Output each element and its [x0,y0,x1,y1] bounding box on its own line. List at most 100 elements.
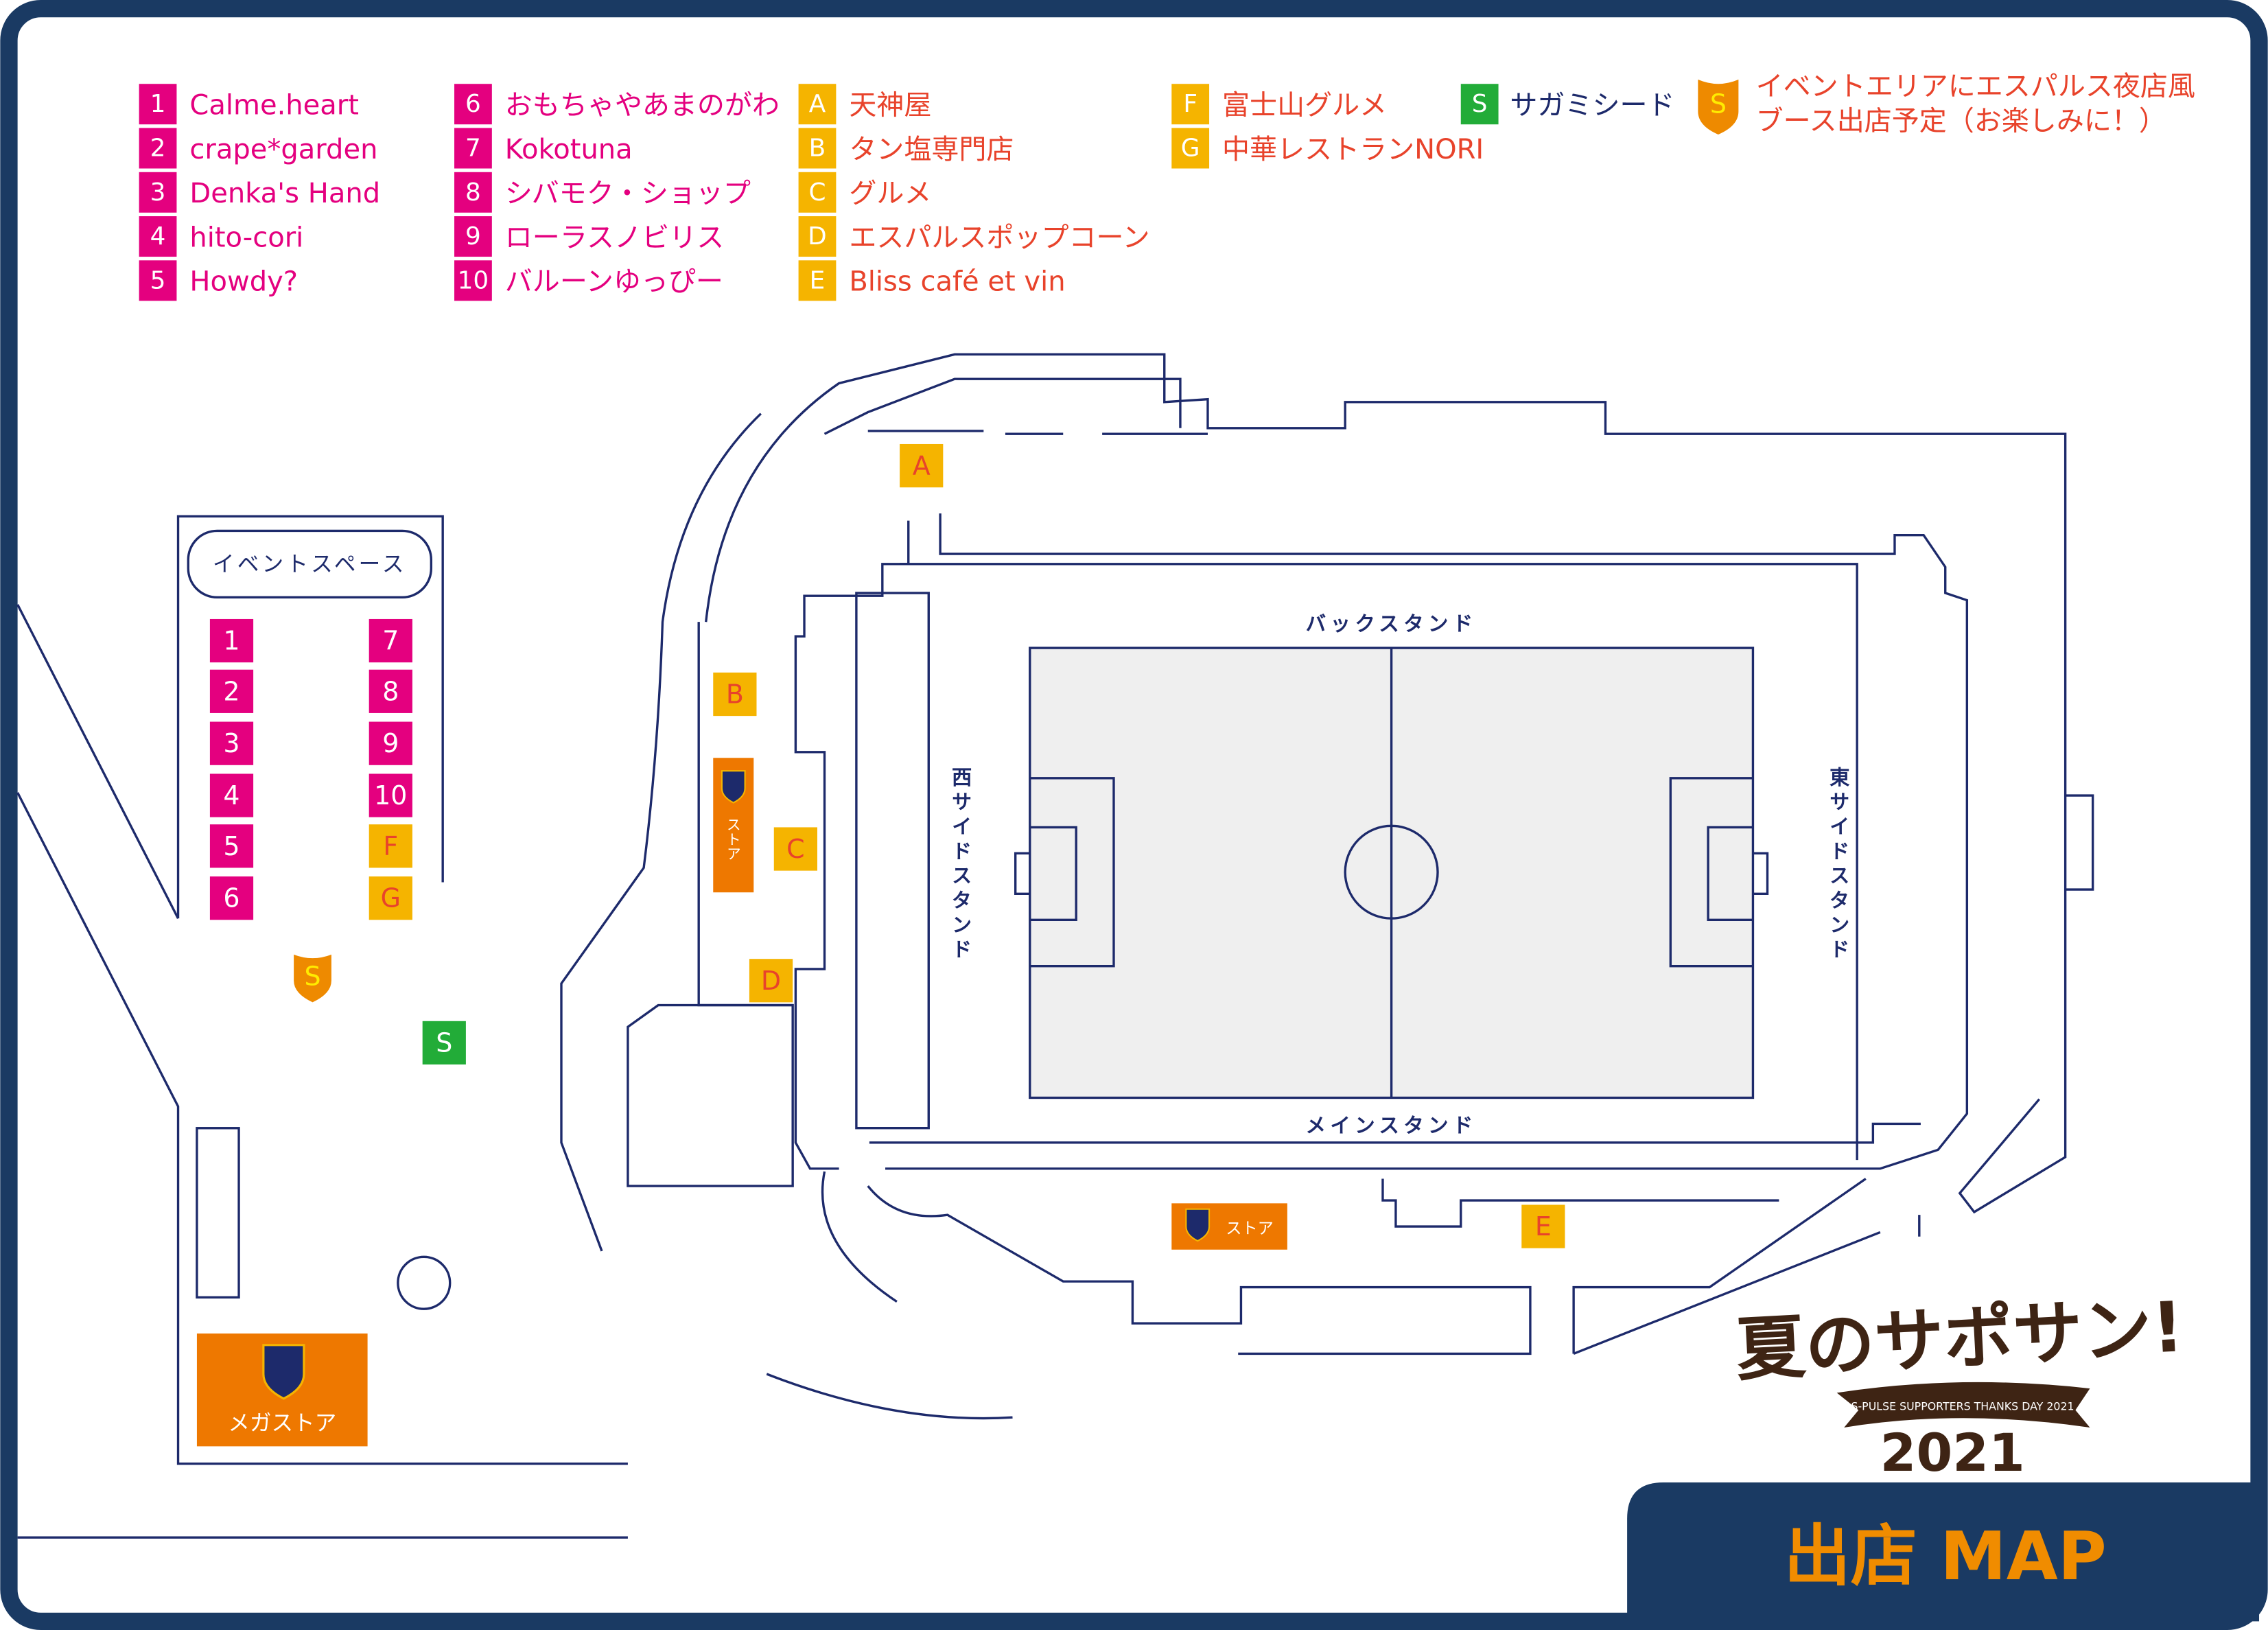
legend-item: B タン塩専門店 [798,128,1014,169]
booth-label: 6 [223,883,239,913]
event-space: イベントスペース [176,515,444,919]
booth-shop[interactable]: 10 [369,773,412,817]
booth-label: S [436,1027,452,1058]
club-crest-icon [1185,1208,1211,1242]
booth-shop[interactable]: 3 [209,721,254,765]
shield-icon [294,954,331,1003]
event-note-line1: イベントエリアにエスパルス夜店風 [1756,71,2195,102]
shield-icon [1698,79,1739,135]
legend-name: Calme.heart [189,89,359,121]
booth-label: 3 [223,728,239,758]
booth-label: 4 [223,780,239,811]
booth-shop[interactable]: 4 [209,773,254,817]
legend-name: crape*garden [189,134,377,165]
booth-food[interactable]: A [900,443,944,488]
booth-label: 1 [223,626,239,656]
club-crest-icon [721,770,746,804]
booth-shop[interactable]: 5 [209,824,254,868]
event-area-marker[interactable]: S [294,954,331,1003]
booth-shop[interactable]: 9 [369,721,412,765]
west-stand-label: 西サイドスタンド [949,767,972,964]
legend-key: 5 [150,266,166,294]
legend-name: Howdy? [189,266,298,298]
booth-shop[interactable]: 1 [209,618,254,663]
legend-key: D [808,222,827,251]
booth-label: 10 [374,780,407,811]
map-title-tab [1627,1482,2260,1622]
legend-name: ローラスノビリス [505,222,724,253]
booth-label: C [786,834,804,864]
legend-key: 3 [150,178,166,207]
legend-name: Kokotuna [505,134,633,165]
event-logo: 夏のサポサン! S-PULSE SUPPORTERS THANKS DAY 20… [1734,1286,2186,1483]
legend-item: 9 ローラスノビリス [454,216,724,257]
legend-name: 天神屋 [849,89,931,121]
legend-key: F [1183,90,1197,118]
legend-name: グルメ [849,178,931,209]
legend-sponsor: S サガミシード [1460,84,1675,125]
legend-name: シバモク・ショップ [505,178,751,209]
booth-food[interactable]: E [1521,1204,1565,1248]
legend-name: hito-cori [189,222,303,253]
legend-name: Bliss café et vin [849,266,1065,298]
legend-key: 7 [465,135,481,163]
booth-food[interactable]: C [773,827,817,871]
booth-shop[interactable]: 6 [209,876,254,920]
legend-item: F 富士山グルメ [1171,84,1387,125]
booth-food[interactable]: F [369,824,412,868]
booth-food[interactable]: G [369,876,412,920]
store-west[interactable]: ストア [713,758,754,893]
legend-key: G [1181,135,1200,163]
event-note-line2: ブース出店予定（お楽しみに！） [1756,106,2166,137]
legend-key: 6 [465,90,481,118]
logo-subtitle: S-PULSE SUPPORTERS THANKS DAY 2021 [1851,1400,2074,1413]
booth-label: 5 [223,831,239,861]
soccer-field [1014,647,1769,1099]
event-space-label: イベントスペース [213,552,407,577]
booth-label: G [381,883,401,913]
legend-item: 5 Howdy? [139,260,298,301]
mega-store-label: メガストア [228,1411,336,1436]
booth-food[interactable]: D [749,959,793,1003]
legend-key: 9 [465,222,481,251]
booth-shop[interactable]: 8 [369,669,412,713]
store-label: ストア [725,817,742,861]
east-stand-label: 東サイドスタンド [1827,767,1850,964]
booth-shop[interactable]: 2 [209,669,254,713]
legend-key: C [808,178,826,207]
logo-title: 夏のサポサン! [1734,1286,2186,1390]
booth-label: D [761,966,781,996]
booth-label: 7 [382,626,399,656]
booth-label: E [1535,1211,1552,1242]
booth-food[interactable]: B [713,672,757,717]
legend-name: タン塩専門店 [849,134,1014,165]
booth-shop[interactable]: 7 [369,618,412,663]
mega-store[interactable]: メガストア [196,1333,368,1447]
legend-event-note: S イベントエリアにエスパルス夜店風 ブース出店予定（お楽しみに！） [1698,71,2195,137]
booth-label: 2 [223,676,239,706]
store-label: ストア [1226,1220,1274,1238]
main-stand-label: メインスタンド [1306,1114,1477,1137]
legend-key: B [809,135,826,163]
shield-letter: S [304,961,320,991]
legend-name: バルーンゆっぴー [505,266,723,298]
legend-item: C グルメ [798,172,931,213]
map-title: 出店 MAP [1784,1517,2107,1595]
site-outlines [16,353,2094,1539]
booth-label: A [913,451,931,481]
booth-sponsor[interactable]: S [422,1021,466,1065]
store-main[interactable]: ストア [1171,1203,1287,1250]
shield-letter: S [1710,89,1727,119]
legend-name: 富士山グルメ [1222,89,1387,121]
club-crest-icon [262,1344,305,1400]
